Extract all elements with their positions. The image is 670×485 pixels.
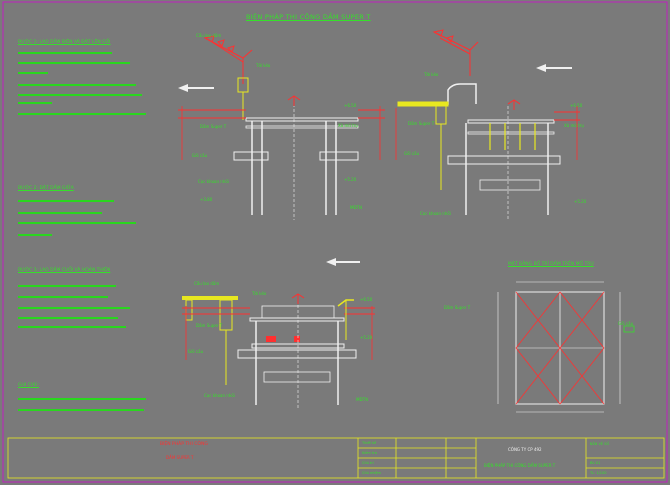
note-line <box>18 200 114 202</box>
hook-icon <box>507 99 521 110</box>
tb-sheet-label: BẢN VẼ SỐ <box>590 442 610 446</box>
label-ground: MĐTN <box>350 205 362 210</box>
label-bearing-2: Gối cầu <box>404 151 420 156</box>
elevation-step-1 <box>178 35 385 220</box>
label-elev-1: +6.50 <box>344 103 357 108</box>
label-crane: Cẩu lao dầm <box>196 33 222 38</box>
label-elev-1c: +6.50 <box>360 297 373 302</box>
label-ground-3: MĐTN <box>356 397 368 402</box>
plan-view <box>497 281 635 413</box>
crane-icon <box>432 29 479 76</box>
direction-arrow-icon <box>326 258 360 266</box>
hook-icon <box>287 95 301 106</box>
section-title-step-3: BƯỚC 3: LAO DẦM CUỐI VÀ HOÀN THIỆN <box>18 268 111 273</box>
note-line <box>18 409 144 411</box>
label-bearing: Gối cầu <box>192 153 208 158</box>
label-plan-bearing: Gối cầu <box>618 321 634 326</box>
label-winch: Tời kéo <box>256 63 271 68</box>
label-crane-3: Cẩu lao dầm <box>194 281 220 286</box>
label-girder: Dầm Super T <box>200 124 227 129</box>
tb-scale: TL: 1/100 <box>590 471 607 475</box>
section-title-step-1: BƯỚC 1: LAO DẦM BIÊN VÀ ĐẶT LÊN GỐI <box>18 40 111 45</box>
label-pier-cap-2: Xà mũ trụ <box>564 123 584 128</box>
tb-left-sub: DẦM SUPER T <box>166 455 194 460</box>
label-elev-1b: +6.50 <box>570 103 583 108</box>
note-line <box>18 52 112 54</box>
label-girder-2: Dầm Super T <box>408 121 435 126</box>
note-line <box>18 398 146 400</box>
direction-arrow-icon <box>178 84 214 92</box>
tb-left-title: BIỆN PHÁP THI CÔNG <box>160 442 208 447</box>
note-line <box>18 72 48 74</box>
tb-sheet-no: BV-01 <box>590 461 601 465</box>
note-line <box>18 326 126 328</box>
tb-row-manager: Chủ nhiệm <box>362 471 381 475</box>
note-line <box>18 296 108 298</box>
crane-icon <box>203 35 253 84</box>
tb-project: BIỆN PHÁP THI CÔNG DẦM SUPER T <box>484 463 556 468</box>
drawing-title: BIỆN PHÁP THI CÔNG DẦM SUPER T <box>246 13 371 21</box>
note-line <box>18 212 102 214</box>
note-line <box>18 307 130 309</box>
tb-company: CÔNG TY CP 492 <box>508 447 542 452</box>
section-title-notes: GHI CHÚ: <box>18 383 39 388</box>
note-line <box>18 234 52 236</box>
title-block <box>7 437 665 479</box>
label-pile: Cọc khoan nhồi <box>198 179 229 184</box>
note-line <box>18 222 136 224</box>
note-line <box>18 62 130 64</box>
label-winch-2: Tời kéo <box>424 72 439 77</box>
elevation-step-2 <box>395 29 580 220</box>
note-line <box>18 84 136 86</box>
label-elev-3: +3.80 <box>200 197 213 202</box>
label-pile-3: Cọc khoan nhồi <box>204 393 235 398</box>
tb-row-lead: Chủ trì <box>362 461 374 465</box>
label-girder-3: Dầm Super T <box>196 323 223 328</box>
note-line <box>18 94 142 96</box>
elevation-step-3 <box>182 258 375 410</box>
note-line <box>18 317 118 319</box>
label-pier-cap: Xà mũ trụ <box>338 123 358 128</box>
direction-arrow-icon <box>536 64 572 72</box>
label-winch-3: Tời kéo <box>252 291 267 296</box>
note-line <box>18 285 116 287</box>
hook-icon <box>291 293 305 304</box>
label-pile-2: Cọc khoan nhồi <box>420 211 451 216</box>
label-plan-girder: Dầm Super T <box>444 305 471 310</box>
note-line <box>18 102 52 104</box>
label-elev-2c: +5.20 <box>360 335 373 340</box>
note-line <box>18 113 146 115</box>
section-title-plan: MẶT BẰNG BỐ TRÍ DẦM TRÊN MỐ TRỤ <box>508 262 594 267</box>
section-title-step-2: BƯỚC 2: ĐẶT DẦM GIỮA <box>18 186 74 191</box>
label-bearing-3: Gối cầu <box>188 349 204 354</box>
label-elev-2b: +5.20 <box>574 199 587 204</box>
label-elev-2: +5.20 <box>344 177 357 182</box>
tb-row-checker: Kiểm tra <box>362 451 377 455</box>
tb-row-designer: Thiết kế <box>362 441 377 445</box>
